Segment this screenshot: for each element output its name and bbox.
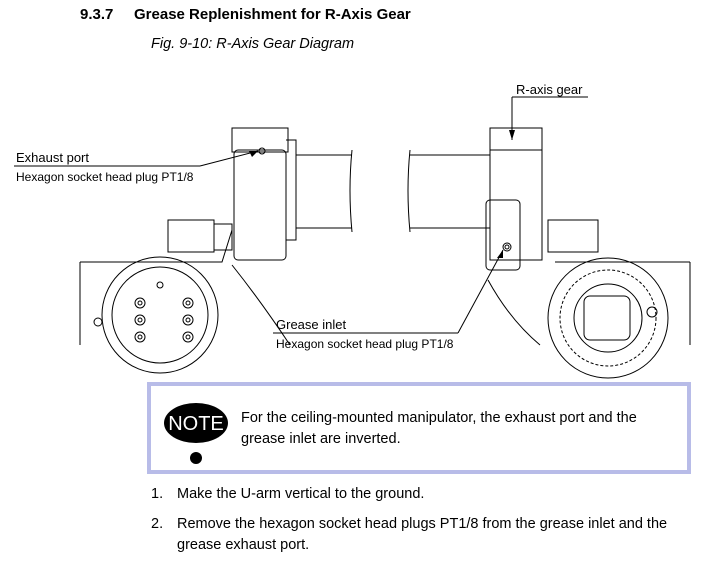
r-axis-gear-label: R-axis gear [516, 82, 583, 97]
grease-inlet-marker [502, 242, 512, 252]
section-heading: 9.3.7 Grease Replenishment for R-Axis Gea… [80, 6, 411, 23]
step-text: Remove the hexagon socket head plugs PT1… [177, 516, 668, 553]
step-item: 1. Make the U-arm vertical to the ground… [151, 484, 691, 505]
exhaust-port-label: Exhaust port [16, 150, 89, 165]
note-icon: NOTE [164, 403, 228, 464]
note-text: For the ceiling-mounted manipulator, the… [241, 410, 637, 447]
step-text: Make the U-arm vertical to the ground. [177, 486, 425, 502]
step-item: 2. Remove the hexagon socket head plugs … [151, 514, 691, 556]
r-axis-gear-diagram: Exhaust port Hexagon socket head plug PT… [14, 82, 691, 379]
note-box: NOTE For the ceiling-mounted manipulator… [147, 382, 691, 474]
right-view-drawing [407, 127, 691, 379]
procedure-steps: 1. Make the U-arm vertical to the ground… [151, 484, 691, 565]
exhaust-port-marker [258, 147, 266, 155]
step-number: 1. [151, 486, 164, 502]
exhaust-plug-label: Hexagon socket head plug PT1/8 [16, 170, 194, 184]
step-number: 2. [151, 516, 164, 532]
section-number: 9.3.7 [80, 6, 114, 23]
grease-inlet-label: Grease inlet [276, 317, 346, 332]
section-title: Grease Replenishment for R-Axis Gear [134, 6, 411, 23]
figure-caption: Fig. 9-10: R-Axis Gear Diagram [151, 36, 355, 52]
inlet-plug-label: Hexagon socket head plug PT1/8 [276, 337, 454, 351]
left-view-drawing [79, 127, 353, 374]
svg-text:NOTE: NOTE [168, 413, 224, 435]
